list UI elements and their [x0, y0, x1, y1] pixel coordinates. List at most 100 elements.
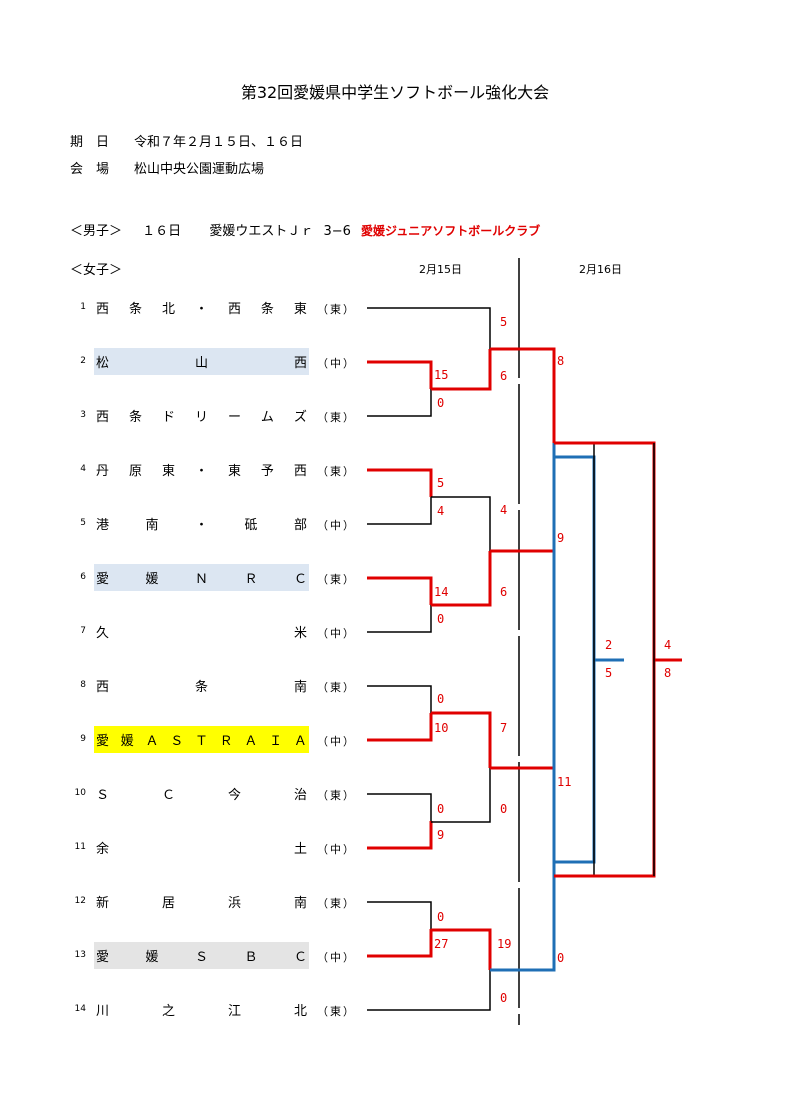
team-name-char: 江: [227, 1004, 241, 1019]
team-name-char: 予: [260, 464, 274, 479]
team-number: 2: [80, 356, 86, 366]
match-score: 0: [500, 991, 508, 1005]
day1-label: 2月15日: [419, 263, 462, 276]
match-score: 11: [557, 775, 572, 789]
team-region: （中）: [317, 843, 356, 856]
match-score: 6: [500, 585, 508, 599]
team-name-char: 東: [293, 302, 307, 317]
team-region: （東）: [317, 411, 356, 424]
match-score: 8: [557, 354, 565, 368]
team-name-char: 川: [96, 1004, 110, 1019]
match-score: 0: [437, 910, 445, 924]
team-region: （東）: [317, 1005, 356, 1018]
bracket-line: [431, 768, 491, 823]
girls-header: ＜女子＞: [70, 263, 123, 278]
match-score: 7: [500, 721, 508, 735]
match-score: 2: [605, 638, 613, 652]
bracket-win-line: [554, 660, 656, 878]
venue-label: 会 場: [70, 162, 110, 177]
match-score: 14: [434, 585, 449, 599]
bracket-line: [367, 307, 491, 349]
venue-value: 松山中央公園運動広場: [134, 162, 265, 177]
bracket-line: [367, 389, 432, 417]
boys-winner: 愛媛ジュニアソフトボールクラブ: [361, 224, 541, 238]
team-name: 西条北・西条東: [94, 294, 309, 321]
team-name-char: Ｔ: [194, 734, 208, 749]
team-region: （中）: [317, 735, 356, 748]
bracket-win-line: [431, 928, 492, 970]
bracket-line: [367, 605, 432, 633]
team-name-char: 新: [96, 896, 110, 911]
team-name-char: Ｓ: [96, 788, 110, 803]
team-name-char: 之: [161, 1004, 175, 1019]
bracket-line: [367, 793, 432, 821]
team-name-char: 今: [227, 788, 241, 803]
bracket-runnerup-line: [554, 660, 596, 864]
team-name-char: 南: [145, 518, 159, 533]
bracket-win-line: [367, 929, 433, 958]
team-name-char: ・: [194, 518, 208, 533]
match-score: 5: [500, 315, 508, 329]
match-score: 4: [500, 503, 508, 517]
team-name-char: 東: [227, 464, 241, 479]
team-name-char: 条: [260, 302, 274, 317]
team-name-char: 北: [161, 302, 175, 317]
team-name: 港南・砥部: [94, 510, 309, 537]
team-name-char: ・: [194, 464, 208, 479]
team-name-char: Ｉ: [269, 734, 283, 749]
team-name-char: Ｓ: [194, 950, 208, 965]
team-number: 1: [80, 302, 86, 312]
team-name-char: ム: [260, 410, 274, 425]
bracket-win-line: [431, 551, 492, 607]
team-name-char: 条: [128, 302, 142, 317]
team-region: （東）: [317, 897, 356, 910]
team-name: 丹原東・東予西: [94, 456, 309, 483]
team-name-char: 土: [293, 842, 307, 857]
bracket-line: [367, 685, 432, 713]
team-name-char: Ｓ: [170, 734, 184, 749]
team-name-char: Ｒ: [244, 572, 258, 587]
team-name-char: Ａ: [293, 734, 307, 749]
match-score: 5: [605, 666, 613, 680]
match-score: 9: [437, 828, 445, 842]
team-name-char: 山: [194, 356, 208, 371]
match-score: 0: [437, 612, 445, 626]
venue-row: 会 場 松山中央公園運動広場: [70, 158, 264, 177]
team-name-char: 西: [227, 302, 241, 317]
team-name-char: 愛: [96, 572, 110, 587]
team-name-char: 西: [293, 356, 307, 371]
team-name-char: 部: [293, 518, 307, 533]
team-name-char: 媛: [145, 950, 159, 965]
boys-header: ＜男子＞: [70, 224, 123, 239]
team-region: （中）: [317, 357, 356, 370]
team-region: （東）: [317, 573, 356, 586]
team-name: 西条ドリームズ: [94, 402, 309, 429]
boys-result: ＜男子＞ １６日 愛媛ウエストＪｒ 3−6 愛媛ジュニアソフトボールクラブ: [70, 220, 540, 239]
match-score: 0: [437, 692, 445, 706]
bracket-win-line: [367, 713, 433, 742]
team-name: 久米: [94, 618, 309, 645]
team-region: （東）: [317, 303, 356, 316]
bracket-line: [367, 970, 491, 1011]
team-number: 4: [80, 464, 86, 474]
team-name-char: 南: [293, 680, 307, 695]
bracket-line: [367, 497, 432, 525]
team-name-char: 余: [96, 842, 110, 857]
team-name-char: 愛: [96, 950, 110, 965]
bracket-line: [431, 496, 491, 551]
team-name-char: Ｂ: [244, 950, 258, 965]
date-label: 期 日: [70, 135, 110, 150]
team-name-char: 治: [293, 788, 307, 803]
bracket-win-line: [367, 468, 433, 497]
team-number: 12: [74, 896, 86, 906]
team-name-char: 久: [96, 626, 110, 641]
team-name: 松山西: [94, 348, 309, 375]
team-name-char: 西: [96, 680, 110, 695]
match-score: 15: [434, 368, 449, 382]
bracket-win-line: [554, 441, 656, 660]
match-score: 10: [434, 721, 449, 735]
match-score: 0: [500, 802, 508, 816]
